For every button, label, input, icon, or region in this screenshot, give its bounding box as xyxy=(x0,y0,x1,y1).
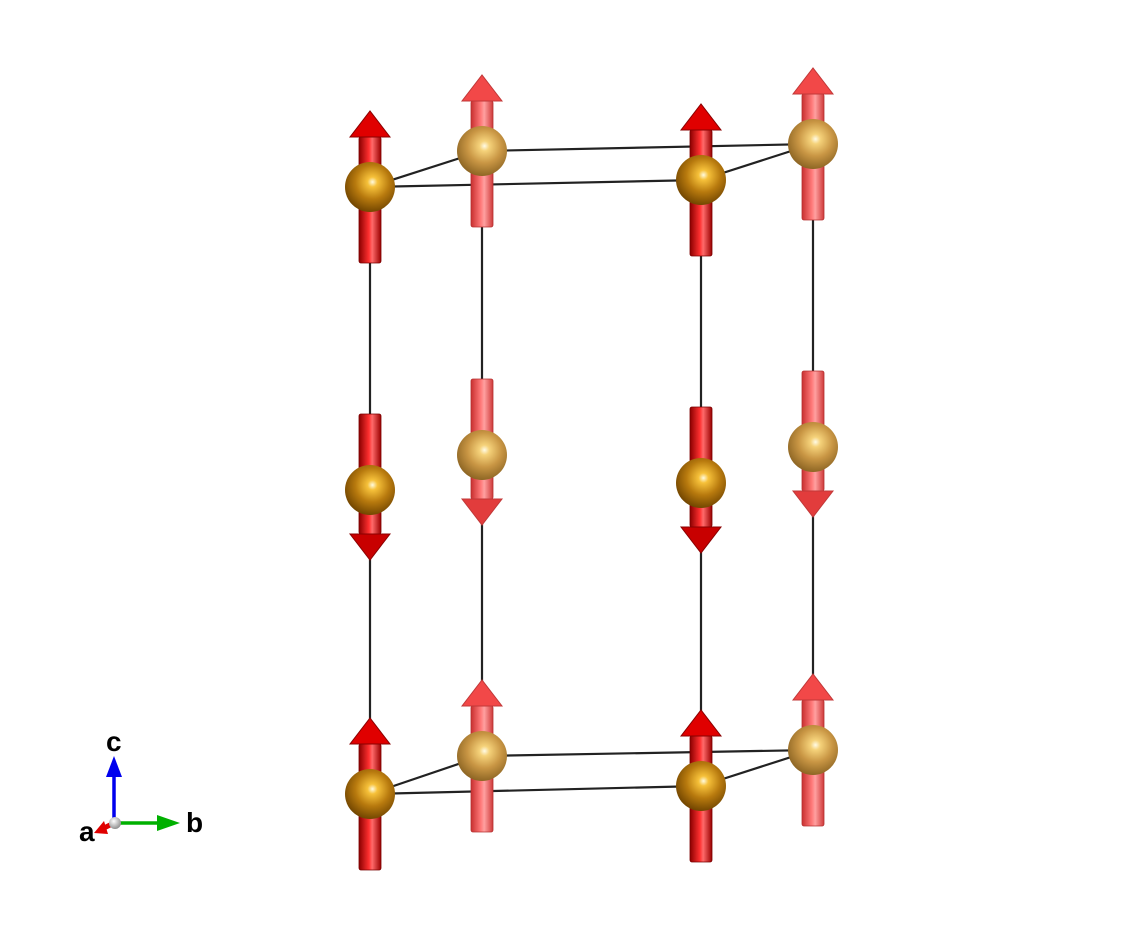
atom-sphere-icon xyxy=(788,725,838,775)
unit-cell-edges xyxy=(368,142,815,796)
a-axis-arrowhead xyxy=(94,821,108,834)
atom-sphere-icon xyxy=(457,126,507,176)
axes-indicator: c b a xyxy=(79,726,203,847)
atom-sphere-icon xyxy=(676,458,726,508)
spin-up-arrow-icon xyxy=(460,74,504,102)
atom-sphere-icon xyxy=(457,731,507,781)
spin-up-arrow-icon xyxy=(679,103,723,131)
a-axis-label: a xyxy=(79,816,95,847)
atom-sphere-icon xyxy=(345,465,395,515)
cell-edge-top xyxy=(369,178,702,189)
origin-sphere-icon xyxy=(109,817,121,829)
c-axis-label: c xyxy=(106,726,122,757)
b-axis-arrowhead xyxy=(157,815,180,831)
atom-sphere-icon xyxy=(345,769,395,819)
atom-sphere-icon xyxy=(345,162,395,212)
atom-sphere-icon xyxy=(788,119,838,169)
cell-edge-bottom xyxy=(481,748,814,758)
spin-up-arrow-icon xyxy=(791,67,835,95)
spin-down-arrow-icon xyxy=(460,498,504,526)
atom-sphere-icon xyxy=(788,422,838,472)
spin-up-arrow-icon xyxy=(679,709,723,737)
atom-sphere-icon xyxy=(457,430,507,480)
spin-down-arrow-icon xyxy=(679,526,723,554)
cell-edge-top xyxy=(481,142,814,153)
b-axis-label: b xyxy=(186,807,203,838)
spin-up-arrow-icon xyxy=(791,673,835,701)
spin-vector-heads xyxy=(348,67,835,745)
atom-sphere-icon xyxy=(676,761,726,811)
spin-down-arrow-icon xyxy=(348,533,392,561)
spin-down-arrow-icon xyxy=(791,490,835,518)
c-axis-arrowhead xyxy=(106,756,122,777)
spin-up-arrow-icon xyxy=(348,717,392,745)
atom-layer xyxy=(345,119,838,819)
spin-up-arrow-icon xyxy=(348,110,392,138)
spin-up-arrow-icon xyxy=(460,679,504,707)
cell-edge-bottom xyxy=(369,784,702,796)
atom-sphere-icon xyxy=(676,155,726,205)
